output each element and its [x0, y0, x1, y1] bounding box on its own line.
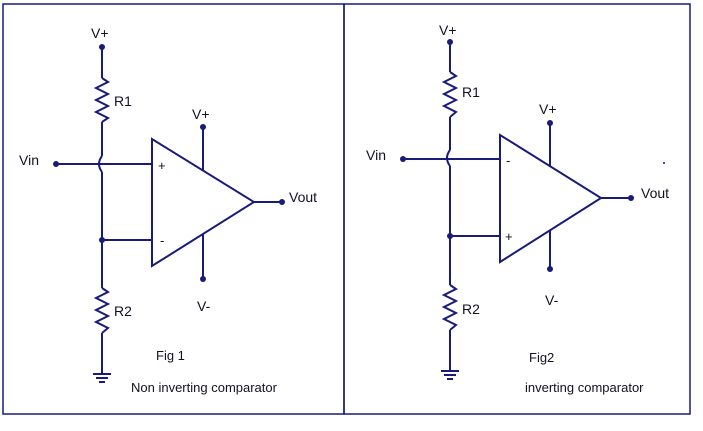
fig2-r1-label: R1: [462, 84, 480, 100]
fig2-pin-bottom: +: [505, 229, 513, 244]
fig1-vout-label: Vout: [289, 189, 317, 205]
fig1-vin-label: Vin: [19, 152, 39, 168]
fig1-pin-top: +: [158, 158, 166, 173]
fig2-vplus-label: V+: [539, 101, 557, 117]
fig1-vplus-label: V+: [192, 106, 210, 122]
fig2-subtitle: inverting comparator: [525, 380, 644, 395]
fig1-subtitle: Non inverting comparator: [131, 380, 278, 395]
fig1-r1-label: R1: [114, 93, 132, 109]
fig2-vminus-label: V-: [545, 292, 559, 308]
fig1-ground-icon: [93, 373, 111, 383]
fig1-vplus-node: [200, 124, 206, 130]
fig1-r2-label: R2: [114, 303, 132, 319]
fig1-resistor-r2: [93, 287, 111, 334]
fig1-caption: Fig 1: [156, 348, 185, 363]
fig2-stray-dot: [663, 162, 665, 164]
fig1-vout-node: [279, 199, 285, 205]
fig1-pin-bottom: -: [160, 233, 164, 248]
fig1-vminus-label: V-: [197, 298, 211, 314]
fig1-supply-label: V+: [91, 25, 109, 41]
fig2-caption: Fig2: [529, 350, 554, 365]
fig2-pin-top: -: [506, 153, 510, 168]
fig2-vplus-node: [547, 120, 553, 126]
fig2-r2-label: R2: [462, 301, 480, 317]
fig2-vminus-node: [547, 266, 553, 272]
fig2-supply-label: V+: [439, 22, 457, 38]
fig2-resistor-r2: [441, 284, 459, 331]
fig2-frame: [343, 3, 691, 415]
fig2-ground-icon: [441, 370, 459, 380]
panel-frames: [2, 3, 691, 415]
fig2-circuit: V+ R1 Vin - + V+ V- Vout R2: [366, 22, 669, 395]
fig2-vout-node: [628, 195, 634, 201]
fig1-vminus-node: [200, 276, 206, 282]
fig1-resistor-r1: [93, 77, 111, 123]
fig2-resistor-r1: [441, 71, 459, 118]
fig2-vout-label: Vout: [641, 185, 669, 201]
fig2-vin-label: Vin: [366, 147, 386, 163]
fig1-circuit: V+ R1 Vin + - V+ V- Vout: [19, 25, 317, 395]
